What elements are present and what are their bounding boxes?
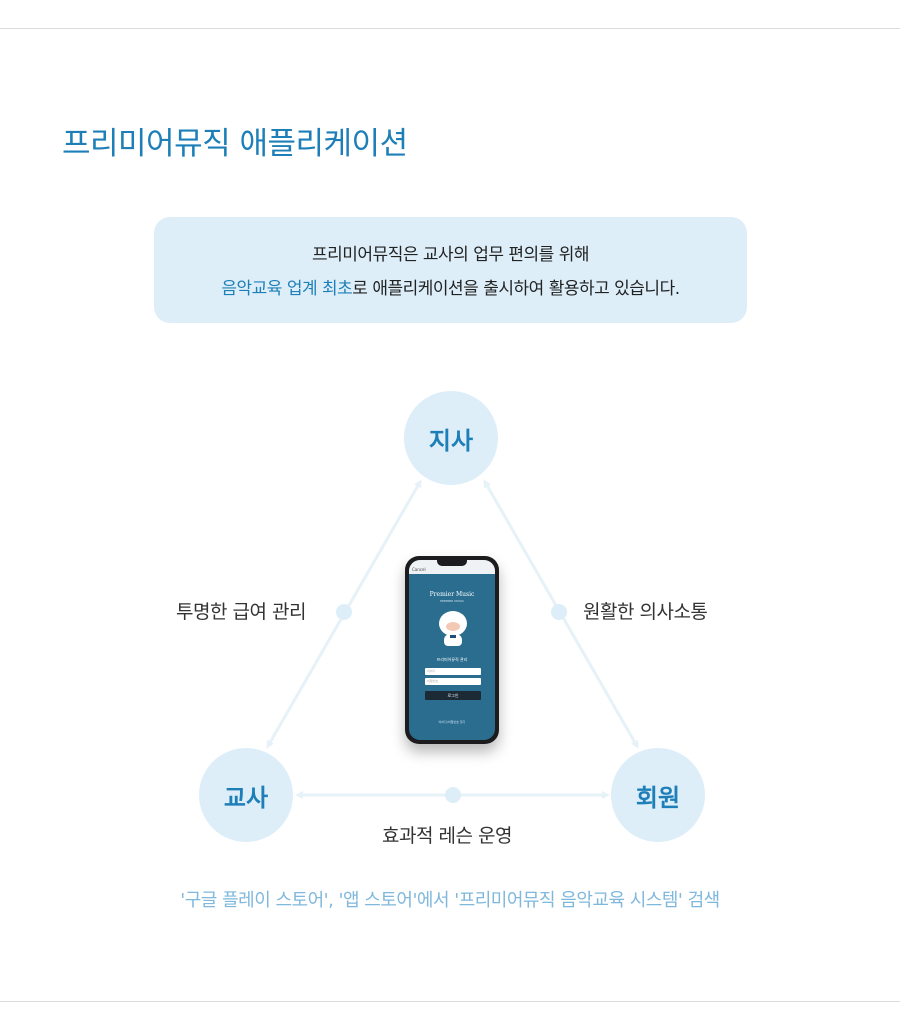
diagram-lines [266,479,639,803]
phone-status-bar: Cancel [409,560,495,574]
phone-notch [437,560,467,566]
intro-line-1: 프리미어뮤직은 교사의 업무 편의를 위해 [312,245,590,265]
node-branch: 지사 [404,391,498,485]
mascot-tie-icon [450,635,456,638]
edge-dot-right [551,604,567,620]
node-member: 회원 [611,748,705,842]
app-subtitle: 프리미어뮤직 관리 [436,657,468,662]
page-title: 프리미어뮤직 애플리케이션 [62,126,408,162]
edge-label-salary: 투명한 급여 관리 [176,601,306,623]
app-password-field: 비밀번호 [425,678,481,685]
app-footer-link: 아이디/비밀번호 찾기 [438,720,466,724]
app-login-button: 로그인 [425,691,481,700]
intro-highlight: 음악교육 업계 최초 [221,279,353,299]
relationship-diagram: 지사 교사 회원 투명한 급여 관리 원활한 의사소통 효과적 레슨 운영 Ca… [0,370,900,870]
bottom-divider [0,1001,900,1002]
app-logo-sub: PREMIER MUSIC [440,599,464,603]
intro-line-2-rest: 로 애플리케이션을 출시하여 활용하고 있습니다. [352,279,680,299]
node-teacher: 교사 [199,748,293,842]
mascot-face-icon [446,622,460,631]
app-id-field: 아이디 [425,668,481,675]
edge-label-lesson: 효과적 레슨 운영 [382,825,512,847]
app-logo: Premier Music [429,591,475,598]
mascot-body-icon [444,634,462,646]
store-search-note: '구글 플레이 스토어', '앱 스토어'에서 '프리미어뮤직 음악교육 시스템… [180,890,720,911]
edge-label-communication: 원활한 의사소통 [583,601,708,623]
intro-box: 프리미어뮤직은 교사의 업무 편의를 위해 음악교육 업계 최초로 애플리케이션… [154,217,747,323]
intro-line-2: 음악교육 업계 최초로 애플리케이션을 출시하여 활용하고 있습니다. [154,272,747,306]
edge-dot-left [336,604,352,620]
edge-dot-bottom [445,787,461,803]
phone-cancel: Cancel [412,567,426,572]
phone-screen: Cancel Premier Music PREMIER MUSIC 프리미어뮤… [409,560,495,740]
top-divider [0,28,900,29]
phone-mockup: Cancel Premier Music PREMIER MUSIC 프리미어뮤… [405,556,499,744]
